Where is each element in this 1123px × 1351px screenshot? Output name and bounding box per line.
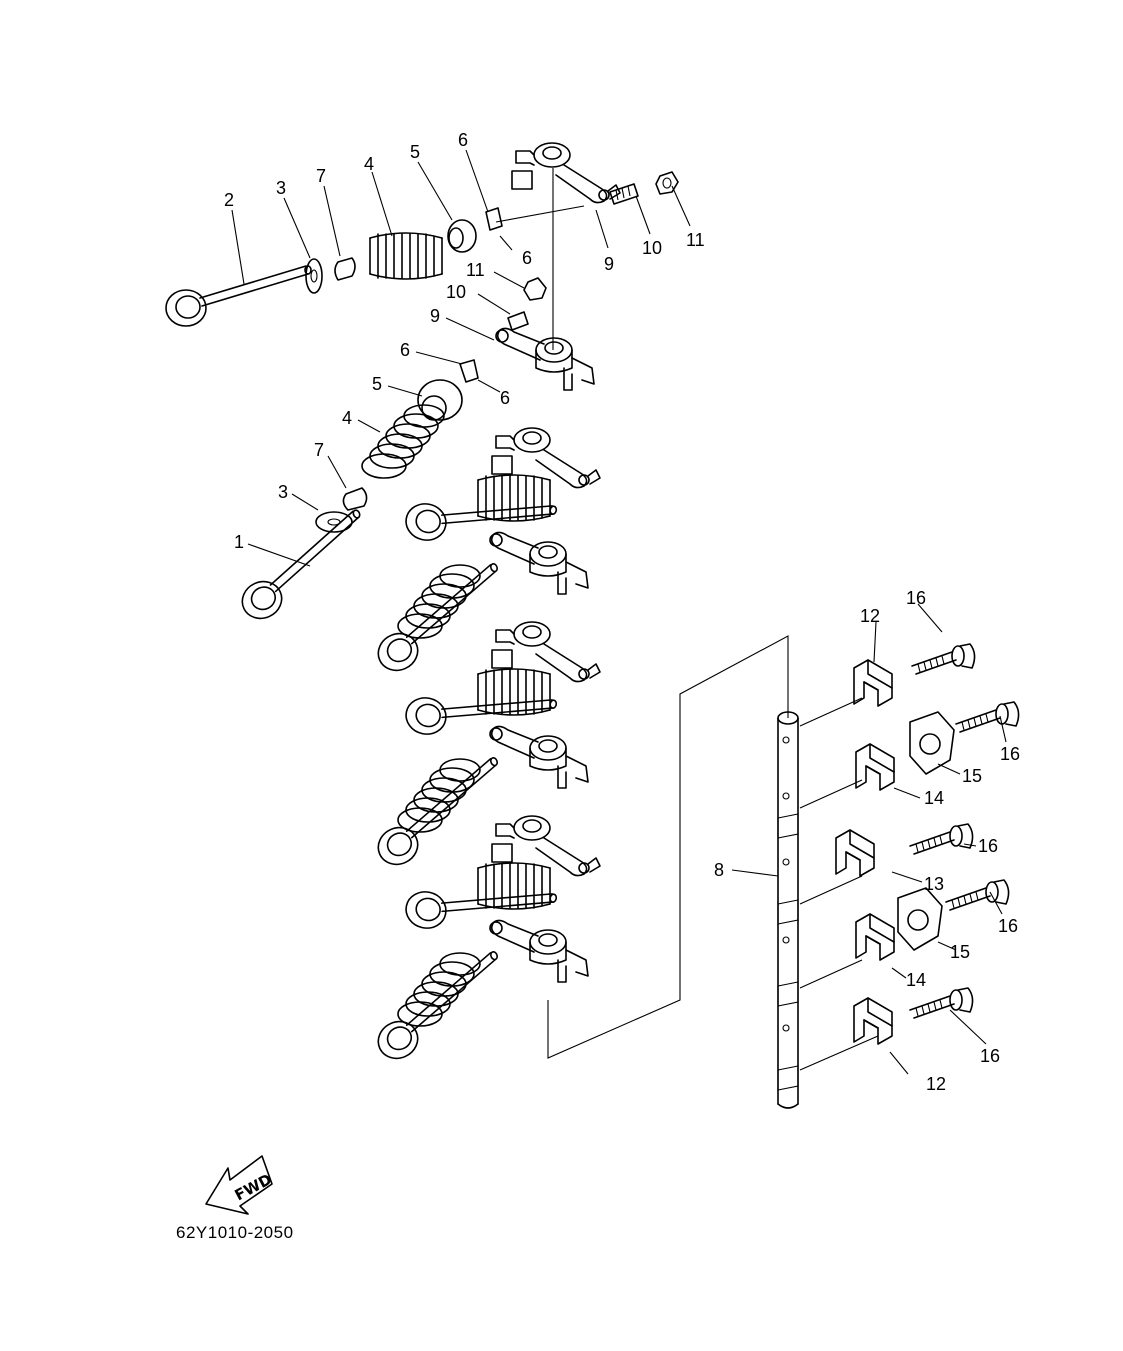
callout-16-d: 16 [998, 916, 1018, 936]
callout-7-upper: 7 [316, 166, 326, 186]
callout-12-upper: 12 [860, 606, 880, 626]
callout-6-upper-b: 6 [522, 248, 532, 268]
callout-15-upper: 15 [962, 766, 982, 786]
callout-10-lower: 10 [446, 282, 466, 302]
callout-4-upper: 4 [364, 154, 374, 174]
callout-14-upper: 14 [924, 788, 944, 808]
callout-6-upper-a: 6 [458, 130, 468, 150]
callout-5-upper: 5 [410, 142, 420, 162]
callout-9-upper: 9 [604, 254, 614, 274]
callout-12-lower: 12 [926, 1074, 946, 1094]
callout-1: 1 [234, 532, 244, 552]
callout-5-lower: 5 [372, 374, 382, 394]
callout-16-e: 16 [980, 1046, 1000, 1066]
callout-4-lower: 4 [342, 408, 352, 428]
callout-11-lower: 11 [466, 260, 485, 280]
fwd-arrow-icon [205, 1155, 273, 1215]
callout-11-upper: 11 [686, 230, 705, 250]
callout-13: 13 [924, 874, 944, 894]
diagram-code: 62Y1010-2050 [176, 1223, 294, 1242]
callout-9-lower: 9 [430, 306, 440, 326]
callout-8: 8 [714, 860, 724, 880]
callout-6-lower-a: 6 [400, 340, 410, 360]
callout-3-lower: 3 [278, 482, 288, 502]
callout-16-b: 16 [1000, 744, 1020, 764]
callout-2: 2 [224, 190, 234, 210]
callout-6-lower-b: 6 [500, 388, 510, 408]
callout-10-upper: 10 [642, 238, 662, 258]
callout-15-lower: 15 [950, 942, 970, 962]
fwd-label: FWD [232, 1170, 275, 1204]
callout-16-c: 16 [978, 836, 998, 856]
callout-16-a: 16 [906, 588, 926, 608]
callout-7-lower: 7 [314, 440, 324, 460]
callout-14-lower: 14 [906, 970, 926, 990]
callout-3-upper: 3 [276, 178, 286, 198]
